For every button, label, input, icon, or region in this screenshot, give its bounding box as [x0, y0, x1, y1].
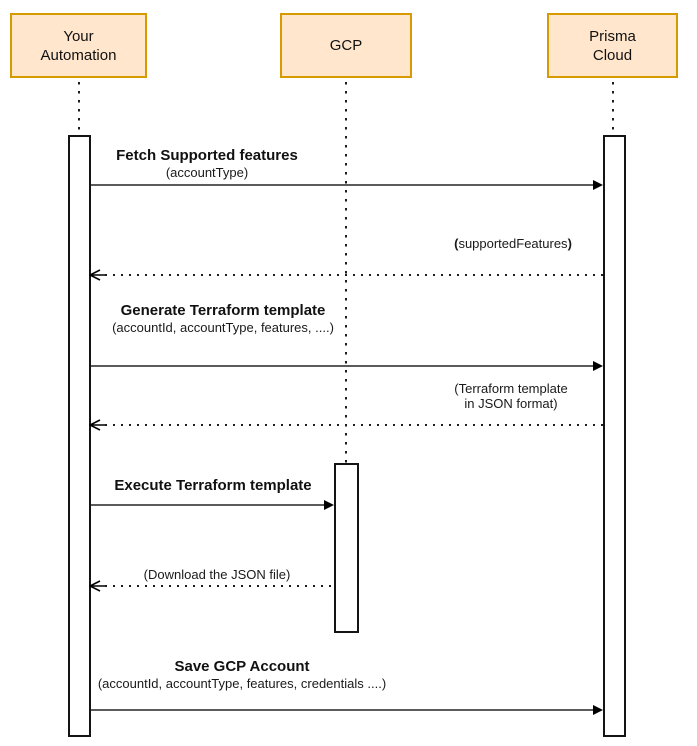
message-params-save-gcp-account: (accountId, accountType, features, crede…	[97, 676, 387, 691]
message-return-arrow-supported-features	[105, 274, 603, 276]
message-params-text: supportedFeatures	[458, 236, 568, 251]
lifeline-gcp	[345, 82, 347, 463]
message-arrow-fetch-supported-features	[91, 184, 594, 186]
message-arrow-generate-terraform-template	[91, 365, 594, 367]
message-params-terraform-template-json: (Terraform template in JSON format)	[454, 381, 568, 411]
arrowhead-left-icon	[89, 580, 105, 592]
actor-box-gcp: GCP	[280, 13, 412, 78]
message-params-account-type: (accountType)	[165, 165, 249, 180]
arrowhead-right-icon	[593, 705, 603, 715]
message-params-supported-features: (supportedFeatures)	[413, 236, 613, 251]
message-params-generate-terraform: (accountId, accountType, features, ....)	[112, 320, 334, 335]
paren-open: (	[454, 236, 459, 251]
message-title-generate-terraform-template: Generate Terraform template	[120, 302, 326, 319]
message-arrow-save-gcp-account	[91, 709, 594, 711]
activation-bar-prisma-cloud	[603, 135, 626, 737]
lifeline-prisma-cloud	[612, 82, 614, 135]
message-arrow-execute-terraform-template	[91, 504, 325, 506]
message-title-execute-terraform-template: Execute Terraform template	[114, 477, 312, 494]
arrowhead-right-icon	[593, 180, 603, 190]
lifeline-your-automation	[78, 82, 80, 135]
arrowhead-right-icon	[593, 361, 603, 371]
message-title-save-gcp-account: Save GCP Account	[174, 658, 310, 675]
actor-box-prisma-cloud: Prisma Cloud	[547, 13, 678, 78]
message-params-download-json-file: (Download the JSON file)	[143, 567, 291, 582]
arrowhead-right-icon	[324, 500, 334, 510]
arrowhead-left-icon	[89, 269, 105, 281]
activation-bar-your-automation	[68, 135, 91, 737]
paren-close: )	[567, 236, 572, 251]
message-return-arrow-terraform-template	[105, 424, 603, 426]
message-title-fetch-supported-features: Fetch Supported features	[116, 147, 298, 164]
arrowhead-left-icon	[89, 419, 105, 431]
activation-bar-gcp	[334, 463, 359, 633]
message-return-arrow-download-json	[105, 585, 334, 587]
actor-box-your-automation: Your Automation	[10, 13, 147, 78]
